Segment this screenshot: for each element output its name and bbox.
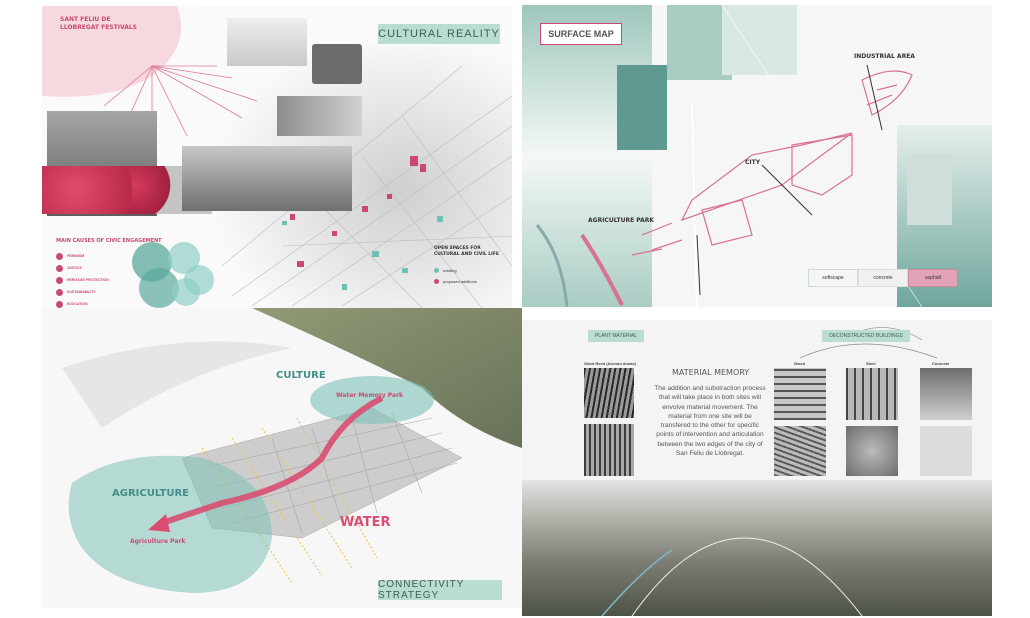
legend-asphalt: asphalt [908, 269, 958, 287]
festival-crowd-photo [312, 44, 362, 84]
festival-dancers-photo [227, 18, 307, 66]
cause-item: EDUCATION [56, 298, 109, 308]
legend-softscape: softscape [808, 269, 858, 287]
concrete-photo-tile [907, 155, 952, 225]
steel-material-photo [846, 426, 898, 476]
festival-street-photo [277, 96, 362, 136]
cause-label: EDUCATION [67, 302, 88, 306]
agriculture-park-label: AGRICULTURE PARK [588, 217, 655, 224]
legend-label: existing [443, 268, 457, 273]
civic-venn-diagram [132, 242, 214, 308]
legend-existing: existing [434, 268, 457, 273]
panel-surface-map: SURFACE MAP INDUSTRIAL AREA CITY AGRICUL… [522, 5, 992, 307]
legend-proposed: proposed additions [434, 279, 477, 284]
legend-swatch-proposed [434, 279, 439, 284]
material-memory-body: The addition and substraction process th… [654, 385, 766, 458]
open-spaces-title: OPEN SPACES FOR CULTURAL AND CIVIL LIFE [434, 246, 499, 257]
surface-map-drawing [535, 5, 923, 307]
grass-photo-tile [722, 5, 797, 75]
connectivity-strategy-tag: CONNECTIVITY STRATEGY [378, 579, 502, 601]
agriculture-park-label: Agriculture Park [130, 538, 186, 545]
giant-reed-label: Giant Reed (Arundo donax) [584, 361, 636, 366]
legend-concrete: concrete [858, 269, 908, 287]
festival-fan-graphic [42, 6, 258, 137]
connectivity-map [62, 308, 522, 593]
legend-label: proposed additions [443, 279, 477, 284]
panel-material-memory: PLANT MATERIAL DECONSTRUCTED BUILDINGS G… [522, 320, 992, 616]
concrete-building-photo [920, 368, 972, 420]
festival-folk-dancers-photo [182, 146, 352, 211]
culture-label: CULTURE [276, 370, 326, 381]
deconstructed-buildings-tag: DECONSTRUCTED BUILDINGS [822, 330, 910, 342]
panel-cultural-reality: SANT FELIU DE LLOBREGAT FESTIVALS MAIN C… [42, 6, 512, 308]
grass-photo-tile [667, 5, 732, 80]
cause-item: SUSTAINABILITY [56, 286, 109, 298]
surface-legend: softscape concrete asphalt [808, 269, 958, 287]
cause-label: HERITAGE PROTECTION [67, 278, 109, 282]
material-label-steel: Steel [866, 361, 876, 366]
aerial-photo [522, 480, 992, 616]
panel-connectivity-strategy: CULTURE Water Memory Park AGRICULTURE Ag… [42, 308, 522, 608]
water-label: WATER [340, 515, 391, 530]
material-label-wood: Wood [794, 361, 806, 366]
cause-icon [56, 264, 63, 272]
cause-icon [56, 288, 63, 296]
buildings-arc [799, 343, 938, 359]
wood-material-photo [774, 426, 826, 476]
water-memory-park-label: Water Memory Park [336, 392, 404, 399]
surface-map-tag: SURFACE MAP [540, 23, 622, 45]
festival-title: SANT FELIU DE LLOBREGAT FESTIVALS [60, 16, 137, 31]
material-label-concrete: Concrete [932, 361, 950, 366]
cause-label: JUSTICE [67, 266, 82, 270]
material-memory-title: MATERIAL MEMORY [672, 368, 750, 377]
civic-engagement-title: MAIN CAUSES OF CIVIC ENGAGEMENT [56, 238, 162, 244]
cultural-reality-tag: CULTURAL REALITY [378, 24, 500, 44]
wood-building-photo [774, 368, 826, 420]
cause-icon [56, 276, 63, 284]
reed-photo-2 [584, 424, 634, 476]
legend-swatch-existing [434, 268, 439, 273]
grass-photo-strip [522, 5, 652, 307]
cause-label: FEMINISM [67, 254, 85, 258]
steel-building-photo [846, 368, 898, 420]
cause-item: FEMINISM [56, 250, 109, 262]
plant-material-tag: PLANT MATERIAL [588, 330, 644, 342]
cause-label: SUSTAINABILITY [67, 290, 96, 294]
civic-causes-list: FEMINISM JUSTICE HERITAGE PROTECTION SUS… [56, 250, 109, 308]
cause-item: HERITAGE PROTECTION [56, 274, 109, 286]
concrete-material-photo [920, 426, 972, 476]
city-label: CITY [745, 159, 761, 166]
cause-icon [56, 252, 63, 260]
industrial-area-label: INDUSTRIAL AREA [854, 53, 915, 60]
cause-item: JUSTICE [56, 262, 109, 274]
grass-photo-tile [617, 65, 667, 150]
cause-icon [56, 300, 63, 308]
reed-photo-1 [584, 368, 634, 418]
agriculture-label: AGRICULTURE [112, 488, 190, 499]
